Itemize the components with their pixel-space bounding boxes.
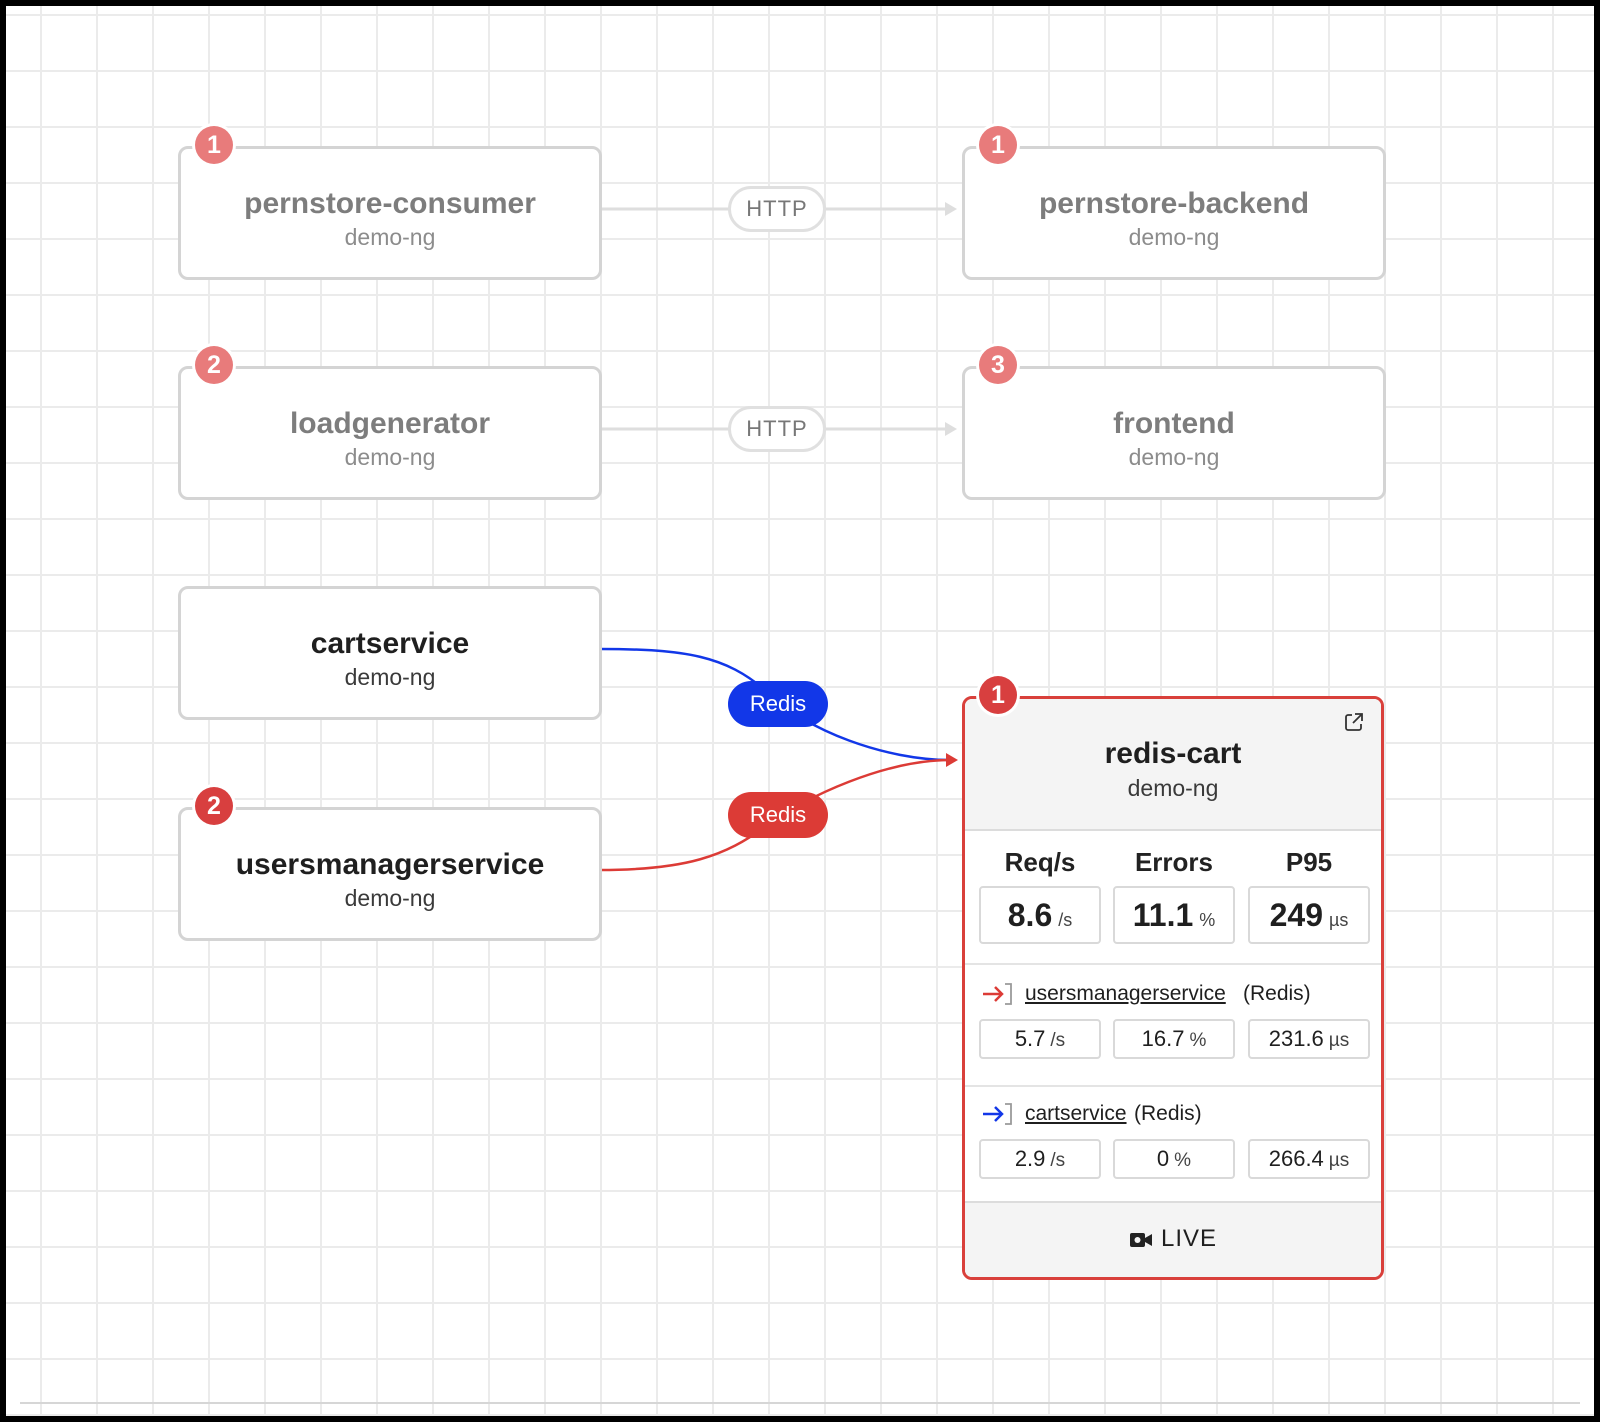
node-namespace: demo-ng	[344, 885, 436, 911]
node-cartservice[interactable]: cartservice demo-ng	[178, 586, 602, 720]
stat-unit: %	[1199, 910, 1216, 930]
stat-value: 266.4	[1268, 1146, 1324, 1171]
stat-unit: /s	[1050, 1030, 1066, 1051]
incoming-arrow-icon	[983, 1103, 1012, 1125]
node-loadgenerator[interactable]: loadgenerator demo-ng	[178, 366, 602, 500]
node-usersmanagerservice[interactable]: usersmanagerservice demo-ng	[178, 807, 602, 941]
stat-value: 5.7	[1014, 1026, 1046, 1051]
source-link[interactable]: cartservice	[1025, 1102, 1127, 1125]
node-namespace: demo-ng	[1127, 775, 1219, 801]
service-map-canvas[interactable]: pernstore-consumer demo-ng 1 pernstore-b…	[6, 6, 1594, 1416]
node-pernstore-backend[interactable]: pernstore-backend demo-ng	[962, 146, 1386, 280]
total-req-rate: 8.6/s	[979, 886, 1101, 944]
incoming-arrow-icon	[983, 983, 1012, 1005]
alert-count-badge: 1	[195, 126, 233, 164]
stat-value: 8.6	[1007, 897, 1053, 933]
source-req-rate: 2.9/s	[979, 1139, 1101, 1179]
stat-unit: µs	[1328, 1030, 1350, 1051]
stat-value: 11.1	[1132, 897, 1194, 933]
column-header-p95: P95	[1285, 847, 1333, 877]
edge-http-pernstore-arrow	[945, 202, 957, 216]
total-p95: 249 µs	[1248, 886, 1370, 944]
stat-unit: /s	[1050, 1150, 1066, 1171]
live-button[interactable]: LIVE	[965, 1225, 1381, 1253]
alert-count-badge: 3	[979, 346, 1017, 384]
node-namespace: demo-ng	[344, 224, 436, 250]
alert-count-badge: 2	[195, 787, 233, 825]
node-frontend[interactable]: frontend demo-ng	[962, 366, 1386, 500]
source-req-rate: 5.7/s	[979, 1019, 1101, 1059]
node-name: usersmanagerservice	[235, 848, 545, 881]
stat-value: 2.9	[1014, 1146, 1046, 1171]
stat-unit: %	[1174, 1150, 1192, 1171]
divider	[965, 963, 1381, 965]
source-error-rate: 0%	[1113, 1139, 1235, 1179]
node-name: redis-cart	[1104, 737, 1242, 770]
node-namespace: demo-ng	[344, 664, 436, 690]
alert-count-badge: 2	[195, 346, 233, 384]
source-error-rate: 16.7%	[1113, 1019, 1235, 1059]
live-footer: LIVE	[965, 1201, 1381, 1277]
edge-http-loadgen-arrow	[945, 422, 957, 436]
detail-header: redis-cart demo-ng	[965, 699, 1381, 831]
source-link[interactable]: usersmanagerservice	[1025, 982, 1226, 1005]
node-name: pernstore-backend	[1038, 187, 1310, 220]
node-namespace: demo-ng	[344, 444, 436, 470]
stat-value: 231.6	[1268, 1026, 1324, 1051]
column-header-req: Req/s	[1004, 847, 1076, 877]
alert-count-badge: 1	[979, 676, 1017, 714]
edge-label-redis[interactable]: Redis	[728, 681, 828, 727]
alert-count-badge: 1	[979, 126, 1017, 164]
stat-unit: /s	[1058, 910, 1073, 930]
node-namespace: demo-ng	[1128, 444, 1220, 470]
node-detail-card-redis-cart[interactable]: redis-cart demo-ng Req/s Errors P95 8.6/…	[962, 696, 1384, 1280]
node-name: frontend	[1113, 407, 1235, 440]
external-link-icon[interactable]	[1343, 711, 1365, 733]
edge-label-http[interactable]: HTTP	[728, 406, 826, 452]
total-error-rate: 11.1%	[1113, 886, 1235, 944]
node-name: loadgenerator	[289, 407, 491, 440]
edge-label-http[interactable]: HTTP	[728, 186, 826, 232]
stat-unit: %	[1189, 1030, 1207, 1051]
source-row-usersmanagerservice: usersmanagerservice (Redis)	[981, 979, 1361, 1009]
stat-value: 249	[1269, 897, 1323, 933]
canvas-bottom-border	[20, 1402, 1580, 1404]
node-pernstore-consumer[interactable]: pernstore-consumer demo-ng	[178, 146, 602, 280]
stat-unit: µs	[1329, 910, 1349, 930]
source-row-cartservice: cartservice (Redis)	[981, 1099, 1361, 1129]
divider	[965, 1085, 1381, 1087]
stat-value: 0	[1156, 1146, 1170, 1171]
node-name: cartservice	[310, 627, 470, 660]
stat-value: 16.7	[1141, 1026, 1185, 1051]
edge-redis-arrow	[946, 753, 958, 767]
node-namespace: demo-ng	[1128, 224, 1220, 250]
column-header-errors: Errors	[1134, 847, 1214, 877]
node-name: pernstore-consumer	[244, 187, 536, 220]
live-label: LIVE	[1160, 1225, 1218, 1252]
source-protocol: (Redis)	[1134, 1102, 1202, 1125]
video-camera-icon	[1129, 1233, 1152, 1247]
stat-unit: µs	[1328, 1150, 1350, 1171]
edge-label-redis[interactable]: Redis	[728, 792, 828, 838]
source-protocol: (Redis)	[1243, 982, 1311, 1005]
